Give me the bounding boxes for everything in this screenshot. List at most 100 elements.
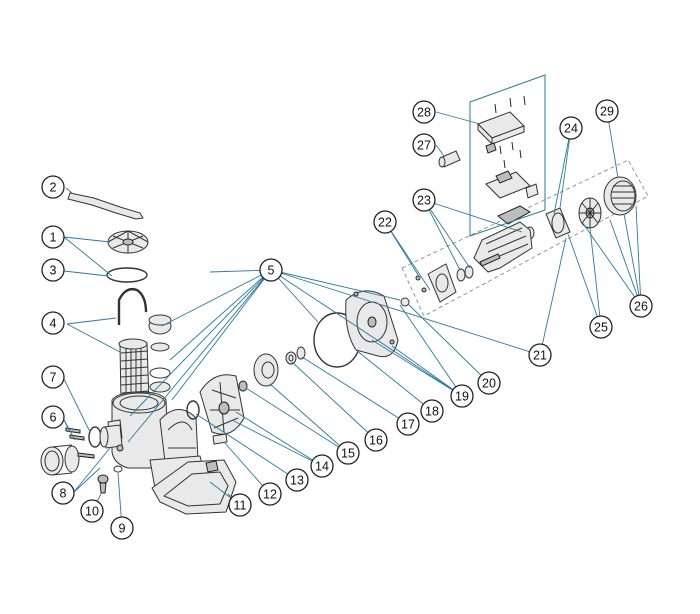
basket-adapter <box>148 314 172 393</box>
callout-circle <box>412 133 436 157</box>
callout-6: 6 <box>41 405 65 429</box>
callout-number: 29 <box>600 105 614 119</box>
drain-o-ring <box>113 465 123 473</box>
seal-plate <box>345 290 399 358</box>
callout-number: 4 <box>50 317 57 331</box>
motor-group-outline <box>401 159 649 317</box>
callout-number: 10 <box>85 505 99 519</box>
callout-number: 16 <box>369 434 383 448</box>
callout-number: 17 <box>401 418 415 432</box>
callout-circle <box>528 343 552 367</box>
callout-circle <box>589 315 613 339</box>
impeller <box>238 353 279 392</box>
callout-3: 3 <box>41 258 65 282</box>
parts-layer <box>40 74 649 515</box>
callout-number: 2 <box>50 181 57 195</box>
callout-number: 15 <box>341 447 355 461</box>
union-connector <box>99 424 123 449</box>
callout-1: 1 <box>41 225 65 249</box>
callout-circle <box>364 428 388 452</box>
callout-13: 13 <box>285 468 309 492</box>
seal-plate-washer <box>400 297 410 307</box>
mechanical-seal <box>285 351 297 365</box>
callout-15: 15 <box>336 441 360 465</box>
callout-number: 26 <box>634 300 648 314</box>
callout-4: 4 <box>41 311 65 335</box>
callout-16: 16 <box>364 428 388 452</box>
callout-11: 11 <box>228 493 252 517</box>
callout-18: 18 <box>420 399 444 423</box>
callout-23: 23 <box>412 188 436 212</box>
drain-plug <box>97 474 109 494</box>
callout-8: 8 <box>51 481 75 505</box>
callout-number: 6 <box>50 411 57 425</box>
callout-19: 19 <box>450 384 474 408</box>
callout-circle <box>450 384 474 408</box>
callout-7: 7 <box>41 365 65 389</box>
callout-27: 27 <box>412 133 436 157</box>
terminal-box-frame <box>469 74 546 237</box>
callout-circle <box>420 399 444 423</box>
callout-number: 8 <box>60 487 67 501</box>
callout-25: 25 <box>589 315 613 339</box>
pump-base <box>151 459 237 515</box>
callout-number: 18 <box>425 405 439 419</box>
callout-circle <box>559 116 583 140</box>
terminal-box-cover <box>477 111 525 146</box>
lid-o-ring <box>106 267 148 283</box>
callout-2: 2 <box>41 175 65 199</box>
callout-circle <box>41 258 65 282</box>
callout-circle <box>412 100 436 124</box>
callout-number: 23 <box>417 194 431 208</box>
callout-circle <box>259 258 283 282</box>
basket-handle <box>117 287 148 325</box>
callout-circle <box>336 441 360 465</box>
callout-22: 22 <box>373 210 397 234</box>
callout-circle <box>396 412 420 436</box>
plug-small <box>116 444 124 452</box>
callout-circle <box>228 493 252 517</box>
capacitor <box>438 150 461 168</box>
motor-rear-bracket <box>545 207 571 239</box>
callout-number: 7 <box>50 371 57 385</box>
callout-14: 14 <box>310 454 334 478</box>
callout-number: 19 <box>455 390 469 404</box>
union-fitting <box>40 427 95 476</box>
callout-17: 17 <box>396 412 420 436</box>
callout-28: 28 <box>412 100 436 124</box>
callout-circle <box>310 454 334 478</box>
callout-24: 24 <box>559 116 583 140</box>
terminal-screws <box>485 95 526 169</box>
callout-number: 1 <box>50 231 57 245</box>
callout-29: 29 <box>595 99 619 123</box>
strainer-lid <box>107 230 149 254</box>
callout-26: 26 <box>629 294 653 318</box>
callout-circle <box>595 99 619 123</box>
callout-number: 11 <box>234 499 247 513</box>
callout-circle <box>41 365 65 389</box>
callout-number: 21 <box>533 349 547 363</box>
callout-number: 27 <box>417 139 431 153</box>
callout-circle <box>412 188 436 212</box>
callout-number: 3 <box>50 264 57 278</box>
callout-circle <box>41 175 65 199</box>
callout-number: 25 <box>594 321 608 335</box>
motor-flange <box>415 263 457 303</box>
callout-circle <box>373 210 397 234</box>
callout-5: 5 <box>259 258 283 282</box>
diffuser-o-ring <box>186 400 200 420</box>
callout-circle <box>110 516 134 540</box>
callout-10: 10 <box>80 499 104 523</box>
diffuser <box>199 374 245 435</box>
callout-number: 9 <box>119 522 126 536</box>
callout-circle <box>629 294 653 318</box>
callout-number: 13 <box>290 474 304 488</box>
seal-ring <box>296 346 306 360</box>
cooling-fan <box>578 197 602 229</box>
callout-number: 24 <box>564 122 578 136</box>
callout-circle <box>258 482 282 506</box>
callout-circle <box>477 371 501 395</box>
